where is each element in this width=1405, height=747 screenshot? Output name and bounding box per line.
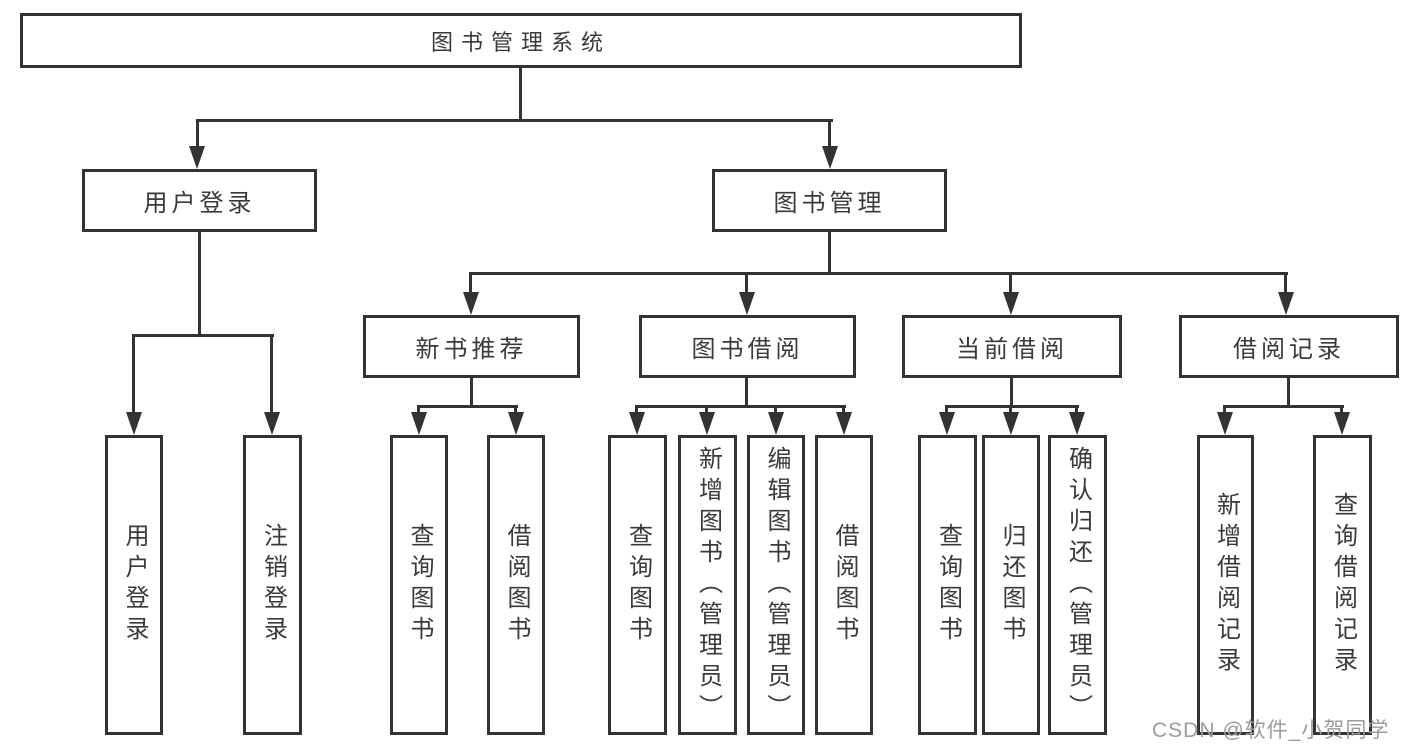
arrow-down-icon bbox=[1334, 412, 1350, 435]
leaf-label: 借阅图书 bbox=[503, 523, 530, 647]
connector-line bbox=[270, 334, 273, 416]
connector-line bbox=[745, 378, 748, 408]
connector-line bbox=[828, 119, 831, 150]
leaf-borrowing-query-books: 查询图书 bbox=[608, 435, 667, 735]
node-label: 当前借阅 bbox=[956, 336, 1068, 363]
arrow-down-icon bbox=[768, 412, 784, 435]
node-label: 新书推荐 bbox=[415, 336, 528, 363]
arrow-down-icon bbox=[629, 412, 645, 435]
leaf-records-add-record: 新增借阅记录 bbox=[1197, 435, 1254, 735]
node-label: 图书借阅 bbox=[691, 336, 804, 363]
connector-line bbox=[1287, 378, 1290, 408]
leaf-logout: 注销登录 bbox=[243, 435, 302, 735]
arrow-down-icon bbox=[939, 412, 955, 435]
connector-line bbox=[842, 405, 845, 415]
leaf-user-login: 用户登录 bbox=[105, 435, 163, 735]
connector-line bbox=[635, 405, 846, 408]
arrow-down-icon bbox=[463, 292, 479, 315]
connector-line bbox=[519, 68, 522, 121]
leaf-current-query-books: 查询图书 bbox=[918, 435, 977, 735]
arrow-down-icon bbox=[822, 146, 838, 169]
leaf-label: 查询图书 bbox=[406, 523, 433, 647]
connector-line bbox=[132, 334, 274, 337]
node-book-borrowing: 图书借阅 bbox=[639, 315, 856, 378]
connector-line bbox=[1009, 405, 1012, 415]
node-label: 用户登录 bbox=[143, 190, 256, 217]
arrow-down-icon bbox=[1003, 412, 1019, 435]
node-borrow-records: 借阅记录 bbox=[1179, 315, 1399, 378]
connector-line bbox=[417, 405, 420, 415]
arrow-down-icon bbox=[699, 412, 715, 435]
connector-line bbox=[417, 405, 518, 408]
leaf-label: 查询借阅记录 bbox=[1329, 492, 1357, 678]
leaf-borrowing-borrow-books: 借阅图书 bbox=[815, 435, 873, 735]
node-current-borrowing: 当前借阅 bbox=[902, 315, 1122, 378]
node-label: 图书管理系统 bbox=[430, 29, 611, 55]
arrow-down-icon bbox=[264, 412, 280, 435]
arrow-down-icon bbox=[189, 146, 205, 169]
node-library-management-system: 图书管理系统 bbox=[20, 13, 1022, 68]
connector-line bbox=[1009, 272, 1012, 295]
leaf-label: 查询图书 bbox=[624, 523, 652, 647]
connector-line bbox=[469, 272, 472, 295]
leaf-label: 借阅图书 bbox=[831, 523, 858, 647]
leaf-records-query-record: 查询借阅记录 bbox=[1313, 435, 1372, 735]
connector-line bbox=[1284, 272, 1287, 295]
leaf-label: 注销登录 bbox=[259, 523, 287, 647]
connector-line bbox=[132, 334, 135, 416]
connector-line bbox=[635, 405, 638, 415]
leaf-label: 新增借阅记录 bbox=[1212, 492, 1240, 678]
arrow-down-icon bbox=[1217, 412, 1233, 435]
connector-line bbox=[828, 232, 831, 275]
arrow-down-icon bbox=[1069, 412, 1085, 435]
connector-line bbox=[945, 405, 1079, 408]
node-user-login-module: 用户登录 bbox=[82, 169, 317, 232]
connector-line bbox=[1223, 405, 1226, 415]
leaf-current-confirm-return-admin: 确认归还（管理员） bbox=[1048, 435, 1107, 735]
connector-line bbox=[196, 119, 833, 122]
leaf-borrowing-edit-books-admin: 编辑图书（管理员） bbox=[747, 435, 805, 735]
connector-line bbox=[514, 405, 517, 415]
leaf-newbooks-query-books: 查询图书 bbox=[390, 435, 448, 735]
connector-line bbox=[705, 405, 708, 415]
connector-line bbox=[774, 405, 777, 415]
node-label: 借阅记录 bbox=[1233, 336, 1345, 363]
leaf-current-return-books: 归还图书 bbox=[982, 435, 1040, 735]
arrow-down-icon bbox=[836, 412, 852, 435]
arrow-down-icon bbox=[411, 412, 427, 435]
watermark: CSDN @软件_小贺同学 bbox=[1152, 719, 1390, 742]
connector-line bbox=[470, 272, 1288, 275]
node-label: 图书管理 bbox=[773, 190, 886, 217]
leaf-label: 查询图书 bbox=[934, 523, 962, 647]
leaf-borrowing-add-books-admin: 新增图书（管理员） bbox=[678, 435, 737, 735]
connector-line bbox=[198, 232, 201, 337]
leaf-label: 编辑图书（管理员） bbox=[763, 445, 790, 725]
connector-line bbox=[1075, 405, 1078, 415]
connector-line bbox=[1010, 378, 1013, 408]
leaf-label: 新增图书（管理员） bbox=[694, 445, 722, 725]
arrow-down-icon bbox=[508, 412, 524, 435]
arrow-down-icon bbox=[1278, 292, 1294, 315]
leaf-newbooks-borrow-books: 借阅图书 bbox=[487, 435, 545, 735]
leaf-label: 归还图书 bbox=[998, 523, 1025, 647]
connector-line bbox=[945, 405, 948, 415]
connector-line bbox=[196, 119, 199, 150]
connector-line bbox=[745, 272, 748, 295]
connector-line bbox=[1223, 405, 1344, 408]
node-book-management-module: 图书管理 bbox=[712, 169, 947, 232]
connector-line bbox=[1340, 405, 1343, 415]
arrow-down-icon bbox=[126, 412, 142, 435]
arrow-down-icon bbox=[1003, 292, 1019, 315]
node-new-book-recommend: 新书推荐 bbox=[363, 315, 580, 378]
connector-line bbox=[470, 378, 473, 408]
leaf-label: 用户登录 bbox=[121, 523, 148, 647]
leaf-label: 确认归还（管理员） bbox=[1064, 445, 1092, 725]
arrow-down-icon bbox=[739, 292, 755, 315]
